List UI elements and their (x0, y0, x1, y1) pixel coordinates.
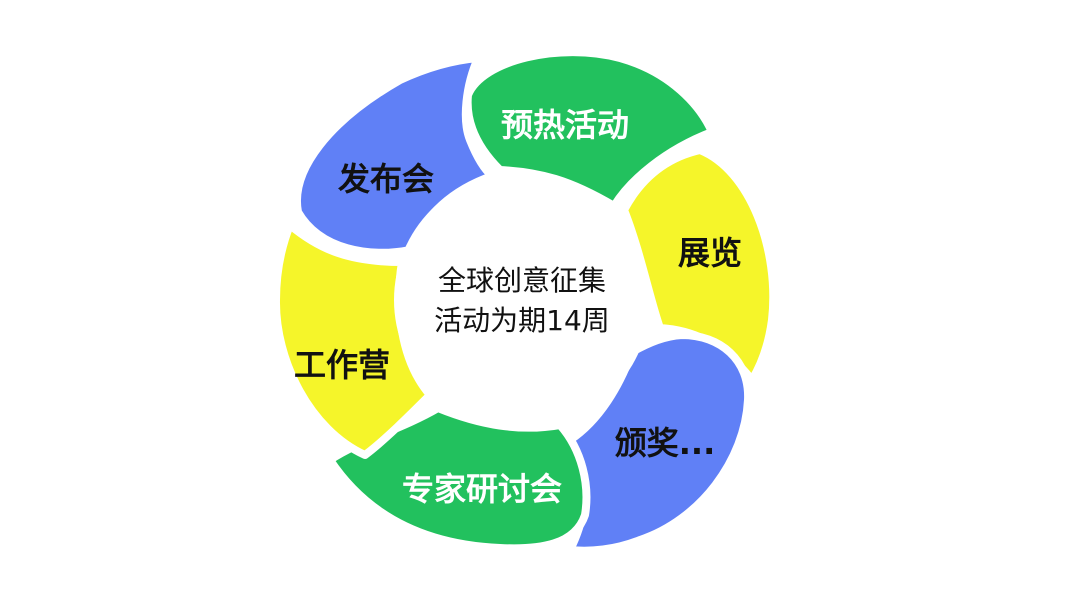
segment-label: 展览 (677, 234, 742, 272)
segment-label: 专家研讨会 (401, 470, 562, 508)
segment-label: 工作营 (293, 346, 390, 384)
center-circle (394, 172, 650, 428)
segment-label: 预热活动 (500, 106, 629, 144)
segment-shape (326, 404, 591, 553)
segment-label: 颁奖... (614, 424, 716, 462)
segment-shape (463, 48, 716, 210)
center-line-2: 活动为期14周 (434, 304, 610, 337)
segment-shape (271, 221, 434, 459)
segment-label: 发布会 (337, 160, 434, 198)
center-line-1: 全球创意征集 (437, 264, 606, 297)
